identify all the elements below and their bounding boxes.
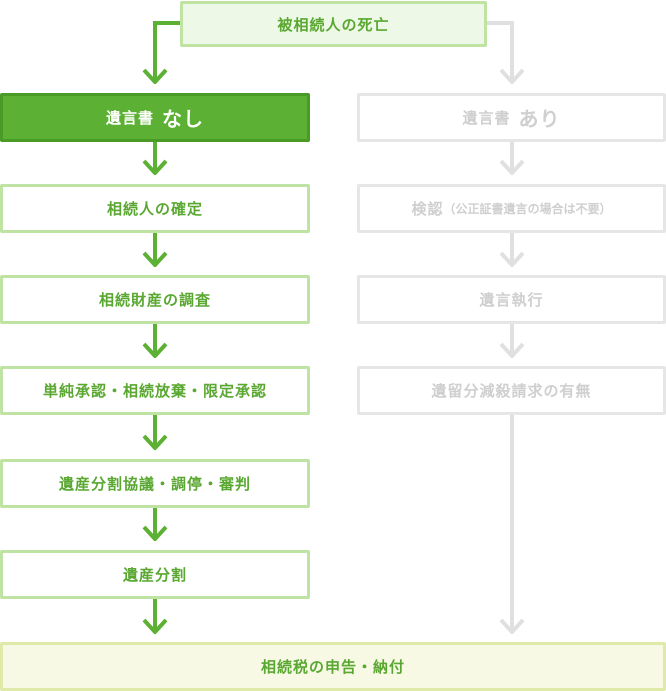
left-step-box: 遺産分割協議・調停・審判: [0, 459, 310, 508]
left-step-label: 相続人の確定: [106, 200, 203, 218]
right-step-label: 遺言執行: [479, 291, 544, 309]
right-step-box: 遺留分減殺請求の有無: [357, 366, 666, 415]
left-step-label: 遺産分割協議・調停・審判: [58, 475, 251, 493]
left-step-box: 相続人の確定: [0, 184, 310, 233]
no-will-box[interactable]: 遺言書 なし: [0, 93, 310, 142]
left-step-label: 単純承認・相続放棄・限定承認: [42, 382, 267, 400]
with-will-box[interactable]: 遺言書 あり: [357, 93, 666, 142]
death-of-decedent-label: 被相続人の死亡: [277, 15, 390, 34]
left-step-box: 遺産分割: [0, 550, 310, 599]
left-step-label: 相続財産の調査: [98, 291, 211, 309]
tax-filing-box: 相続税の申告・納付: [0, 642, 666, 691]
right-step-box: 検認 （公正証書遺言の場合は不要）: [357, 184, 666, 233]
tax-filing-label: 相続税の申告・納付: [260, 658, 405, 676]
left-arrows: [142, 142, 168, 634]
right-step-label: 遺留分減殺請求の有無: [431, 382, 592, 400]
death-of-decedent-box: 被相続人の死亡: [180, 1, 487, 47]
probate-label: 検認: [411, 200, 444, 218]
probate-note: （公正証書遺言の場合は不要）: [443, 202, 612, 216]
arrow-head-icon: [142, 68, 168, 84]
connector-top-right: [487, 21, 514, 80]
no-will-prefix: 遺言書: [105, 109, 154, 127]
right-step-box: 遺言執行: [357, 275, 666, 324]
with-will-suffix: あり: [518, 107, 561, 131]
connector-top-left: [153, 21, 180, 80]
left-step-box: 単純承認・相続放棄・限定承認: [0, 366, 310, 415]
no-will-suffix: なし: [162, 107, 204, 131]
left-step-label: 遺産分割: [122, 566, 187, 584]
right-arrows: [499, 142, 525, 634]
arrow-head-icon: [499, 68, 525, 84]
left-step-box: 相続財産の調査: [0, 275, 310, 324]
with-will-prefix: 遺言書: [462, 109, 511, 127]
